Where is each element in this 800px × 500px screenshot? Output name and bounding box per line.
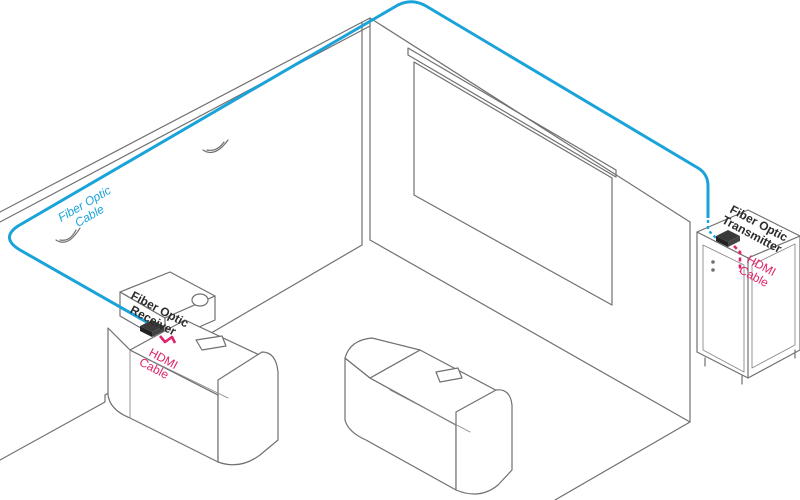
ceiling-light-2 <box>55 227 81 243</box>
fiber-transmitter-device <box>716 230 740 247</box>
svg-text:Fiber Optic Cable: Fiber Optic Cable <box>56 181 123 235</box>
projection-screen <box>407 47 617 306</box>
sofa-left <box>107 319 279 466</box>
sofa-center <box>344 337 513 495</box>
equipment-rack <box>696 209 800 385</box>
label-fiber-optic-cable: Fiber Optic Cable <box>56 181 123 235</box>
ceiling-light-1 <box>202 139 229 153</box>
room-walls <box>0 17 691 500</box>
hdmi-cable-right <box>733 245 742 272</box>
fiber-receiver-device <box>140 320 164 337</box>
hdmi-cable-left <box>159 335 177 344</box>
fiber-optic-cable <box>8 0 710 326</box>
